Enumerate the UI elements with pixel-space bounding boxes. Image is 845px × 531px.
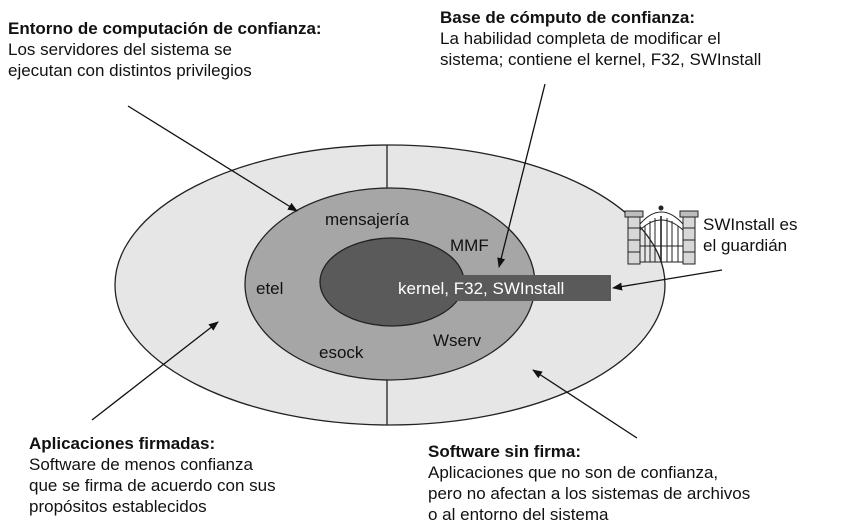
signed-line-2: que se firma de acuerdo con sus: [29, 476, 276, 495]
arrow-tce: [127, 105, 298, 212]
mmf-label: MMF: [450, 236, 489, 255]
arrow-tcb: [497, 83, 546, 268]
gatekeeper-annotation: SWInstall es el guardián: [703, 214, 797, 256]
unsigned-line-1: Aplicaciones que no son de confianza,: [428, 463, 719, 482]
gate-icon: [624, 205, 699, 265]
esock-label: esock: [319, 343, 364, 362]
signed-annotation: Aplicaciones firmadas: Software de menos…: [29, 433, 276, 517]
arrow-gatekeeper: [612, 269, 723, 291]
core-label-box: [392, 275, 611, 301]
arrow-signed: [91, 321, 219, 421]
signed-line-3: propósitos establecidos: [29, 497, 207, 516]
tce-line-2: ejecutan con distintos privilegios: [8, 61, 252, 80]
wserv-label: Wserv: [433, 331, 482, 350]
etel-label: etel: [256, 279, 283, 298]
unsigned-title: Software sin firma:: [428, 442, 582, 461]
tcb-title: Base de cómputo de confianza:: [440, 8, 696, 27]
tcb-line-2: sistema; contiene el kernel, F32, SWInst…: [440, 50, 762, 69]
signed-line-1: Software de menos confianza: [29, 455, 253, 474]
messaging-label: mensajería: [325, 210, 410, 229]
gatekeeper-line-1: SWInstall es: [703, 215, 798, 234]
unsigned-annotation: Software sin firma: Aplicaciones que no …: [428, 441, 750, 525]
tce-line-1: Los servidores del sistema se: [8, 40, 232, 59]
unsigned-line-2: pero no afectan a los sistemas de archiv…: [428, 484, 751, 503]
tce-title: Entorno de computación de confianza:: [8, 19, 322, 38]
unsigned-line-3: o al entorno del sistema: [428, 505, 609, 524]
signed-title: Aplicaciones firmadas:: [29, 434, 216, 453]
arrow-unsigned: [532, 369, 638, 439]
tcb-annotation: Base de cómputo de confianza: La habilid…: [440, 7, 761, 70]
tcb-line-1: La habilidad completa de modificar el: [440, 29, 721, 48]
core-label: kernel, F32, SWInstall: [398, 279, 564, 298]
gatekeeper-line-2: el guardián: [703, 236, 788, 255]
tce-annotation: Entorno de computación de confianza: Los…: [8, 18, 322, 81]
